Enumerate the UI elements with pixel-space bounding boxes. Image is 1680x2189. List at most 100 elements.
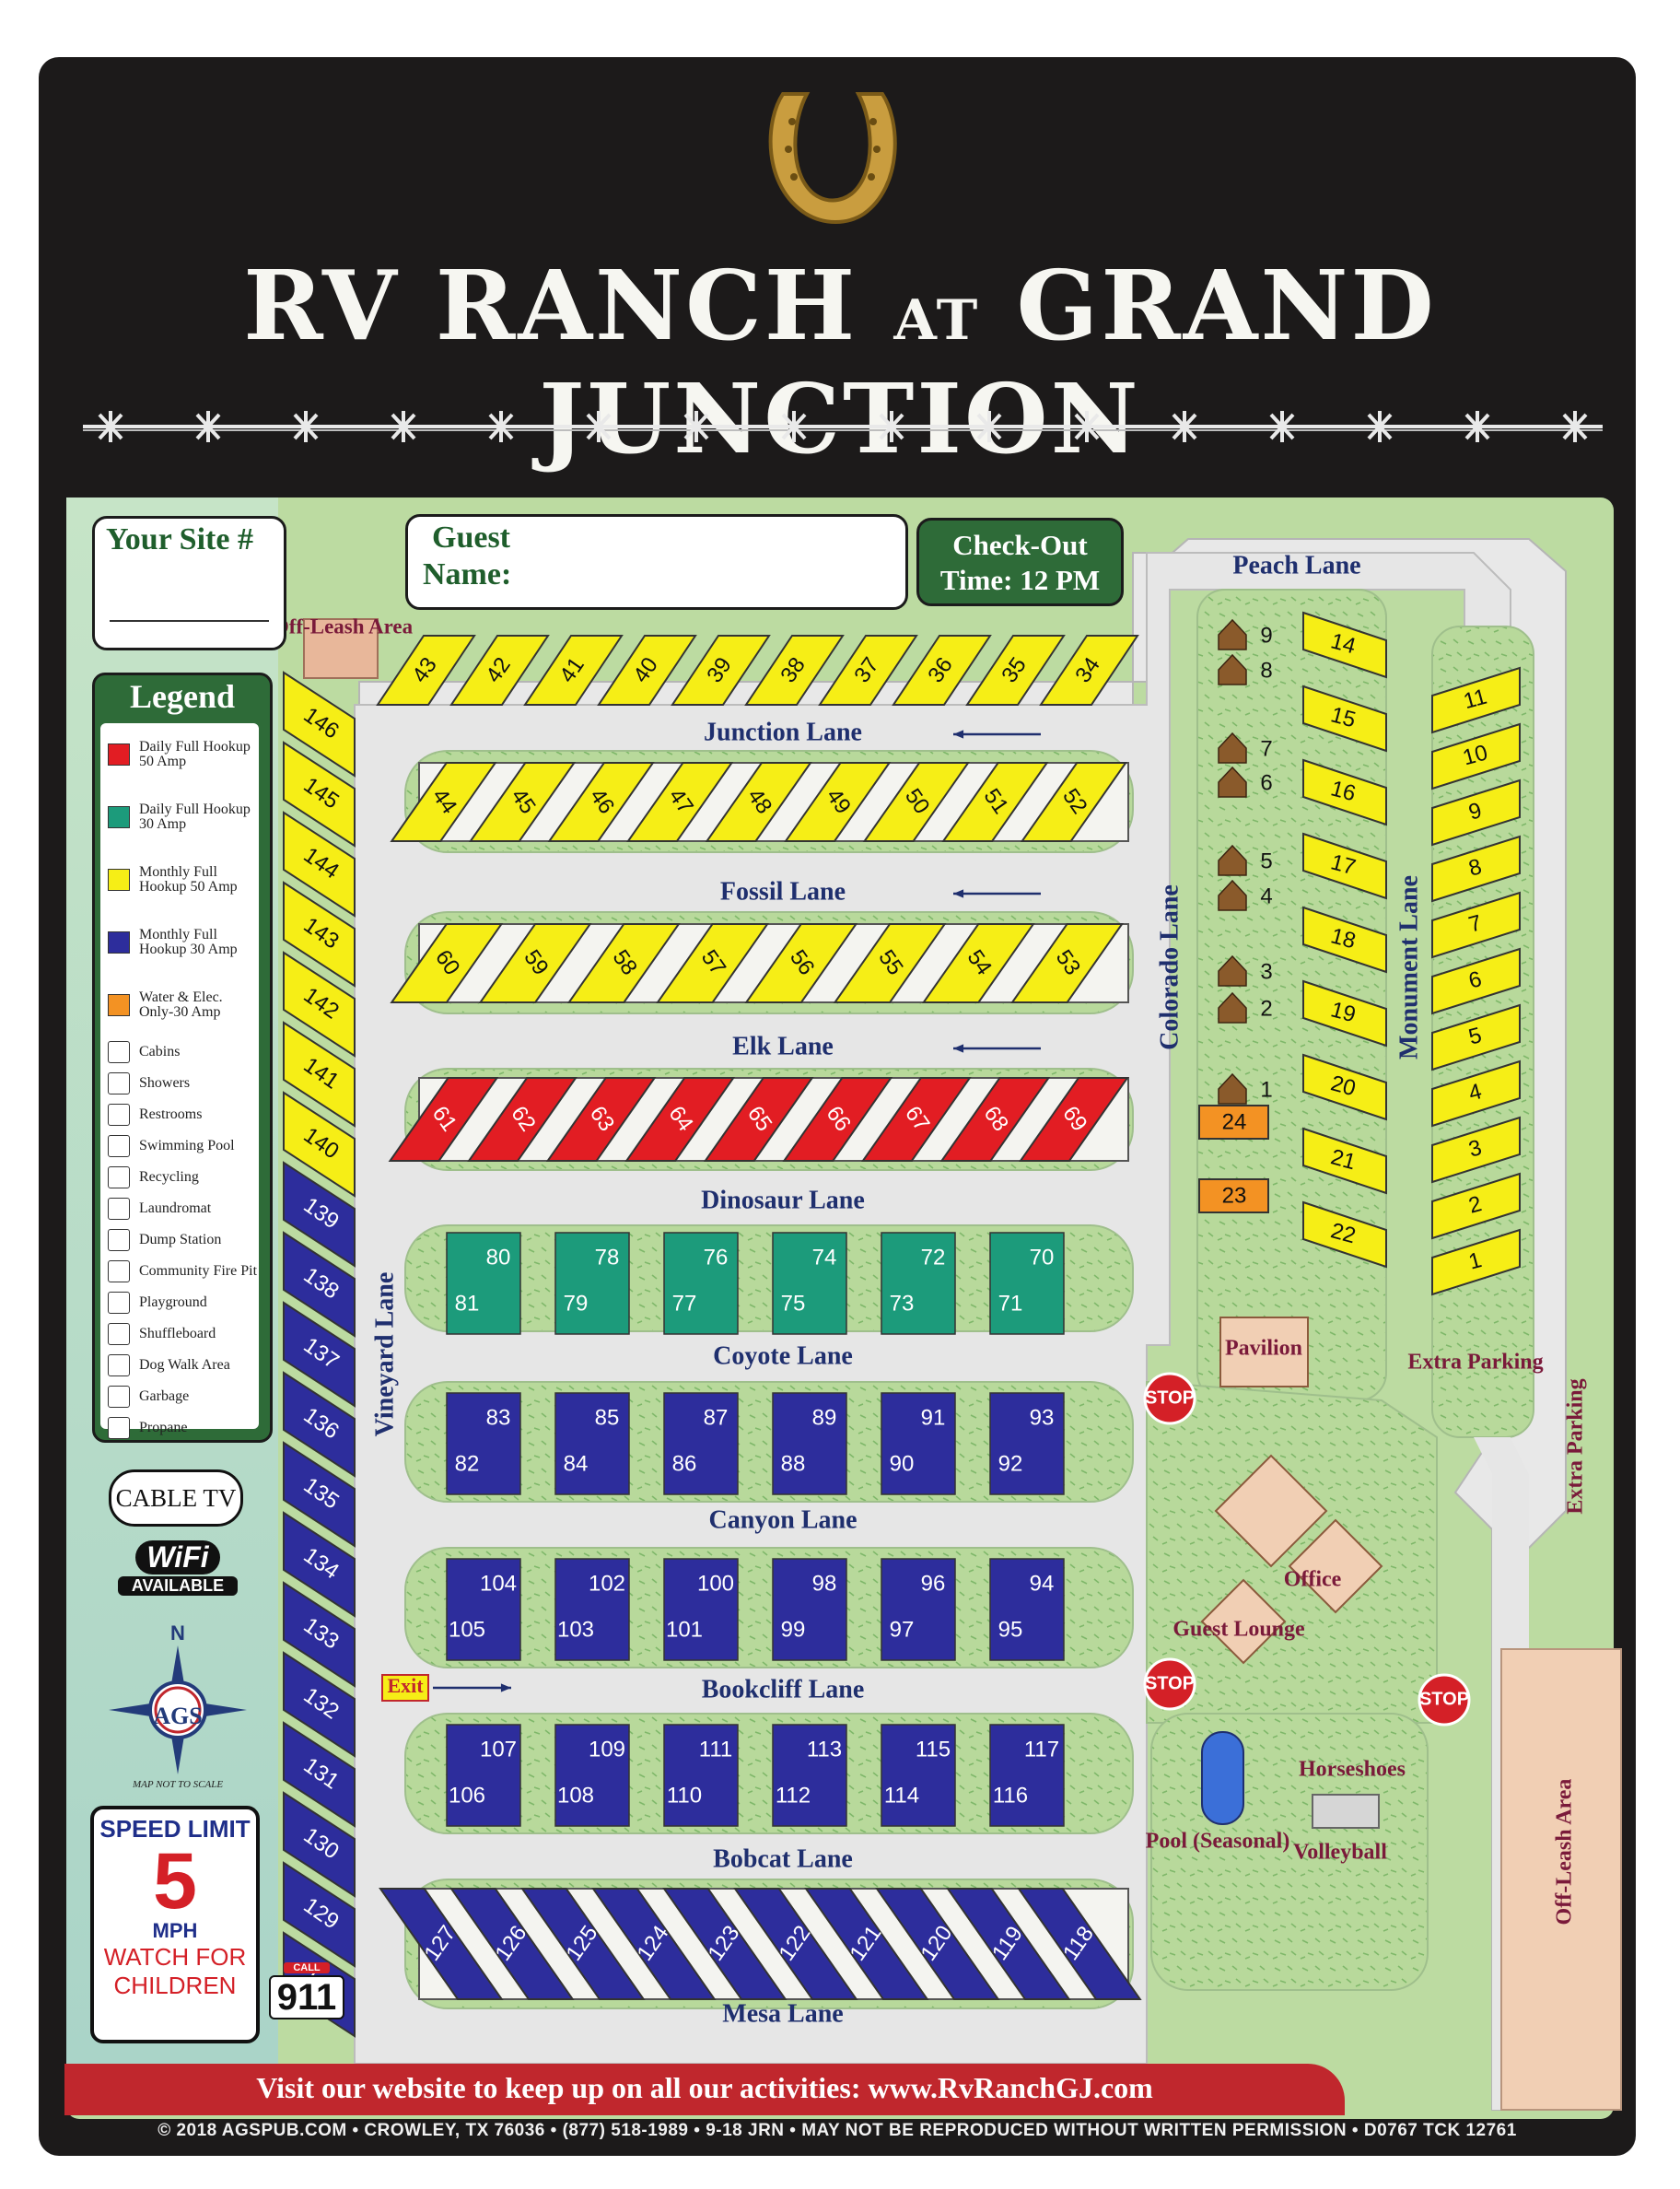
site-118[interactable] xyxy=(1017,1888,1142,2000)
pavilion[interactable] xyxy=(1219,1317,1309,1387)
site-135[interactable] xyxy=(283,1441,356,1548)
site-83[interactable] xyxy=(446,1392,521,1495)
site-49[interactable] xyxy=(784,762,892,842)
site-76[interactable] xyxy=(663,1232,739,1335)
site-45[interactable] xyxy=(468,762,577,842)
guest-lounge-building[interactable] xyxy=(1200,1578,1287,1665)
site-39[interactable] xyxy=(671,635,771,706)
site-69[interactable] xyxy=(1019,1077,1129,1162)
site-133[interactable] xyxy=(283,1581,356,1688)
site-60[interactable] xyxy=(390,923,504,1003)
site-117[interactable] xyxy=(989,1724,1065,1827)
site-53[interactable] xyxy=(1010,923,1125,1003)
site-16[interactable] xyxy=(1302,758,1387,826)
site-58[interactable] xyxy=(566,923,681,1003)
site-17[interactable] xyxy=(1302,832,1387,900)
site-40[interactable] xyxy=(597,635,697,706)
site-115[interactable] xyxy=(881,1724,956,1827)
site-120[interactable] xyxy=(875,1888,1000,2000)
cabin-icon[interactable] xyxy=(1218,991,1247,1024)
site-6[interactable] xyxy=(1431,947,1521,1015)
site-4[interactable] xyxy=(1431,1059,1521,1128)
site-8[interactable] xyxy=(1431,835,1521,903)
site-14[interactable] xyxy=(1302,611,1387,679)
site-37[interactable] xyxy=(818,635,918,706)
site-121[interactable] xyxy=(804,1888,929,2000)
site-107[interactable] xyxy=(446,1724,521,1827)
site-98[interactable] xyxy=(772,1558,847,1661)
site-125[interactable] xyxy=(520,1888,646,2000)
site-11[interactable] xyxy=(1431,666,1521,734)
site-138[interactable] xyxy=(283,1231,356,1338)
site-64[interactable] xyxy=(624,1077,736,1162)
site-41[interactable] xyxy=(523,635,624,706)
your-site-box[interactable]: Your Site # xyxy=(92,516,286,650)
site-87[interactable] xyxy=(663,1392,739,1495)
site-123[interactable] xyxy=(662,1888,788,2000)
site-22[interactable] xyxy=(1302,1200,1387,1269)
site-48[interactable] xyxy=(705,762,812,842)
site-141[interactable] xyxy=(283,1021,356,1128)
site-134[interactable] xyxy=(283,1511,356,1618)
site-96[interactable] xyxy=(881,1558,956,1661)
cabin-icon[interactable] xyxy=(1218,879,1247,911)
site-62[interactable] xyxy=(467,1077,578,1162)
site-54[interactable] xyxy=(921,923,1035,1003)
site-91[interactable] xyxy=(881,1392,956,1495)
cabin-icon[interactable] xyxy=(1218,954,1247,987)
site-50[interactable] xyxy=(862,762,971,842)
site-46[interactable] xyxy=(547,762,655,842)
site-113[interactable] xyxy=(772,1724,847,1827)
pool[interactable] xyxy=(1201,1731,1244,1825)
site-1[interactable] xyxy=(1431,1228,1521,1296)
site-61[interactable] xyxy=(388,1077,499,1162)
site-68[interactable] xyxy=(939,1077,1051,1162)
site-70[interactable] xyxy=(989,1232,1065,1335)
site-24[interactable] xyxy=(1198,1105,1269,1140)
site-124[interactable] xyxy=(591,1888,717,2000)
site-43[interactable] xyxy=(376,635,476,706)
site-146[interactable] xyxy=(283,671,356,778)
site-130[interactable] xyxy=(283,1791,356,1898)
site-55[interactable] xyxy=(833,923,947,1003)
site-126[interactable] xyxy=(449,1888,575,2000)
website-banner-text[interactable]: Visit our website to keep up on all our … xyxy=(256,2071,1153,2104)
site-140[interactable] xyxy=(283,1091,356,1198)
site-67[interactable] xyxy=(860,1077,972,1162)
site-136[interactable] xyxy=(283,1371,356,1478)
site-143[interactable] xyxy=(283,881,356,988)
site-131[interactable] xyxy=(283,1721,356,1828)
site-10[interactable] xyxy=(1431,722,1521,790)
site-139[interactable] xyxy=(283,1161,356,1268)
cabin-icon[interactable] xyxy=(1218,844,1247,876)
site-3[interactable] xyxy=(1431,1116,1521,1184)
site-36[interactable] xyxy=(892,635,992,706)
site-5[interactable] xyxy=(1431,1003,1521,1071)
site-23[interactable] xyxy=(1198,1178,1269,1213)
site-109[interactable] xyxy=(554,1724,630,1827)
cabin-icon[interactable] xyxy=(1218,653,1247,685)
site-51[interactable] xyxy=(941,762,1049,842)
site-144[interactable] xyxy=(283,811,356,918)
cabin-icon[interactable] xyxy=(1218,766,1247,798)
site-52[interactable] xyxy=(1020,762,1128,842)
site-44[interactable] xyxy=(390,762,497,842)
site-119[interactable] xyxy=(946,1888,1071,2000)
site-42[interactable] xyxy=(449,635,550,706)
site-57[interactable] xyxy=(656,923,770,1003)
site-145[interactable] xyxy=(283,741,356,848)
site-132[interactable] xyxy=(283,1651,356,1758)
cabin-icon[interactable] xyxy=(1218,732,1247,764)
site-93[interactable] xyxy=(989,1392,1065,1495)
cabin-icon[interactable] xyxy=(1218,618,1247,650)
site-2[interactable] xyxy=(1431,1172,1521,1240)
site-127[interactable] xyxy=(379,1888,504,2000)
site-21[interactable] xyxy=(1302,1127,1387,1195)
site-100[interactable] xyxy=(663,1558,739,1661)
site-47[interactable] xyxy=(625,762,734,842)
site-80[interactable] xyxy=(446,1232,521,1335)
site-111[interactable] xyxy=(663,1724,739,1827)
site-89[interactable] xyxy=(772,1392,847,1495)
site-78[interactable] xyxy=(554,1232,630,1335)
site-38[interactable] xyxy=(744,635,845,706)
